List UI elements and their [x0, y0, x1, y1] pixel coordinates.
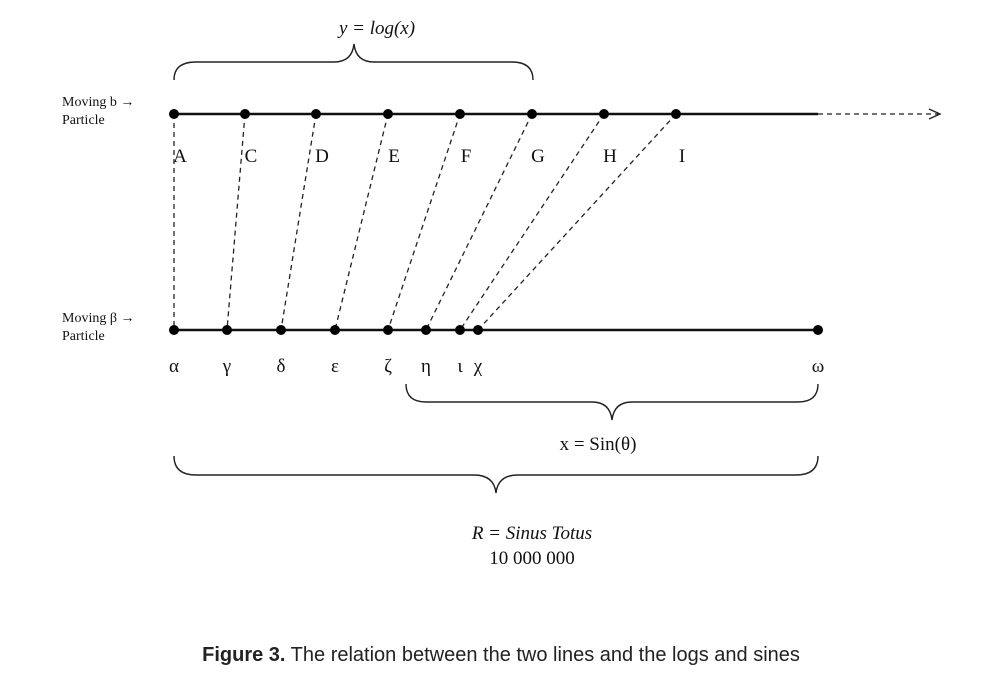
- moving-beta-particle-label: Particle: [62, 329, 105, 344]
- top-point-label: A: [173, 146, 187, 167]
- caption-prefix: Figure 3.: [202, 644, 286, 666]
- moving-b-particle-label: Particle: [62, 113, 105, 128]
- top-point-label: H: [603, 146, 617, 167]
- bottom-point-dot: [330, 325, 340, 335]
- top-point-label: G: [531, 146, 545, 167]
- top-point-dot: [383, 109, 393, 119]
- dashed-connectors: [173, 113, 677, 331]
- bottom-point-label: α: [169, 356, 179, 377]
- bottom-point-label: ι: [457, 356, 463, 377]
- top-point-label: I: [679, 146, 685, 167]
- bottom-point-label: γ: [222, 356, 231, 377]
- log-formula-label: y = log(x): [337, 18, 415, 39]
- moving-beta-label: Moving β →: [62, 311, 134, 326]
- bottom-point-label: η: [421, 356, 431, 377]
- dashed-connector: [425, 113, 533, 331]
- dashed-connector: [280, 113, 317, 331]
- sinus-totus-value: 10 000 000: [489, 548, 575, 569]
- figure-caption: Figure 3. The relation between the two l…: [0, 644, 1002, 667]
- dashed-connector: [459, 113, 605, 331]
- dashed-connector: [387, 113, 461, 331]
- sine-brace: [405, 383, 819, 421]
- bottom-point-dot: [383, 325, 393, 335]
- top-point-label: E: [388, 146, 400, 167]
- top-point-label: D: [315, 146, 329, 167]
- bottom-point-label: χ: [473, 356, 483, 377]
- bottom-point-dot: [473, 325, 483, 335]
- dashed-connector: [226, 113, 246, 331]
- bottom-point-dot: [169, 325, 179, 335]
- bottom-point-dot: [276, 325, 286, 335]
- moving-b-label: Moving b →: [62, 95, 134, 110]
- caption-text: The relation between the two lines and t…: [290, 644, 800, 666]
- bottom-point-label: δ: [277, 356, 286, 377]
- dashed-connector: [477, 113, 677, 331]
- top-point-dot: [527, 109, 537, 119]
- top-point-dot: [671, 109, 681, 119]
- top-point-label: F: [461, 146, 472, 167]
- bottom-point-label: ε: [331, 356, 339, 377]
- top-point-dot: [311, 109, 321, 119]
- bottom-point-label: ζ: [384, 356, 392, 377]
- dashed-connector: [334, 113, 389, 331]
- bottom-point-dot: [421, 325, 431, 335]
- log-brace: [173, 43, 534, 81]
- bottom-point-label: ω: [812, 356, 825, 377]
- radius-brace: [173, 455, 819, 494]
- top-point-dot: [599, 109, 609, 119]
- sine-formula-label: x = Sin(θ): [560, 434, 637, 455]
- top-point-dot: [169, 109, 179, 119]
- top-point-dot: [455, 109, 465, 119]
- bottom-point-dot: [222, 325, 232, 335]
- sinus-totus-label: R = Sinus Totus: [471, 523, 592, 544]
- bottom-point-dot: [813, 325, 823, 335]
- bottom-point-dot: [455, 325, 465, 335]
- top-point-label: C: [245, 146, 258, 167]
- top-point-dot: [240, 109, 250, 119]
